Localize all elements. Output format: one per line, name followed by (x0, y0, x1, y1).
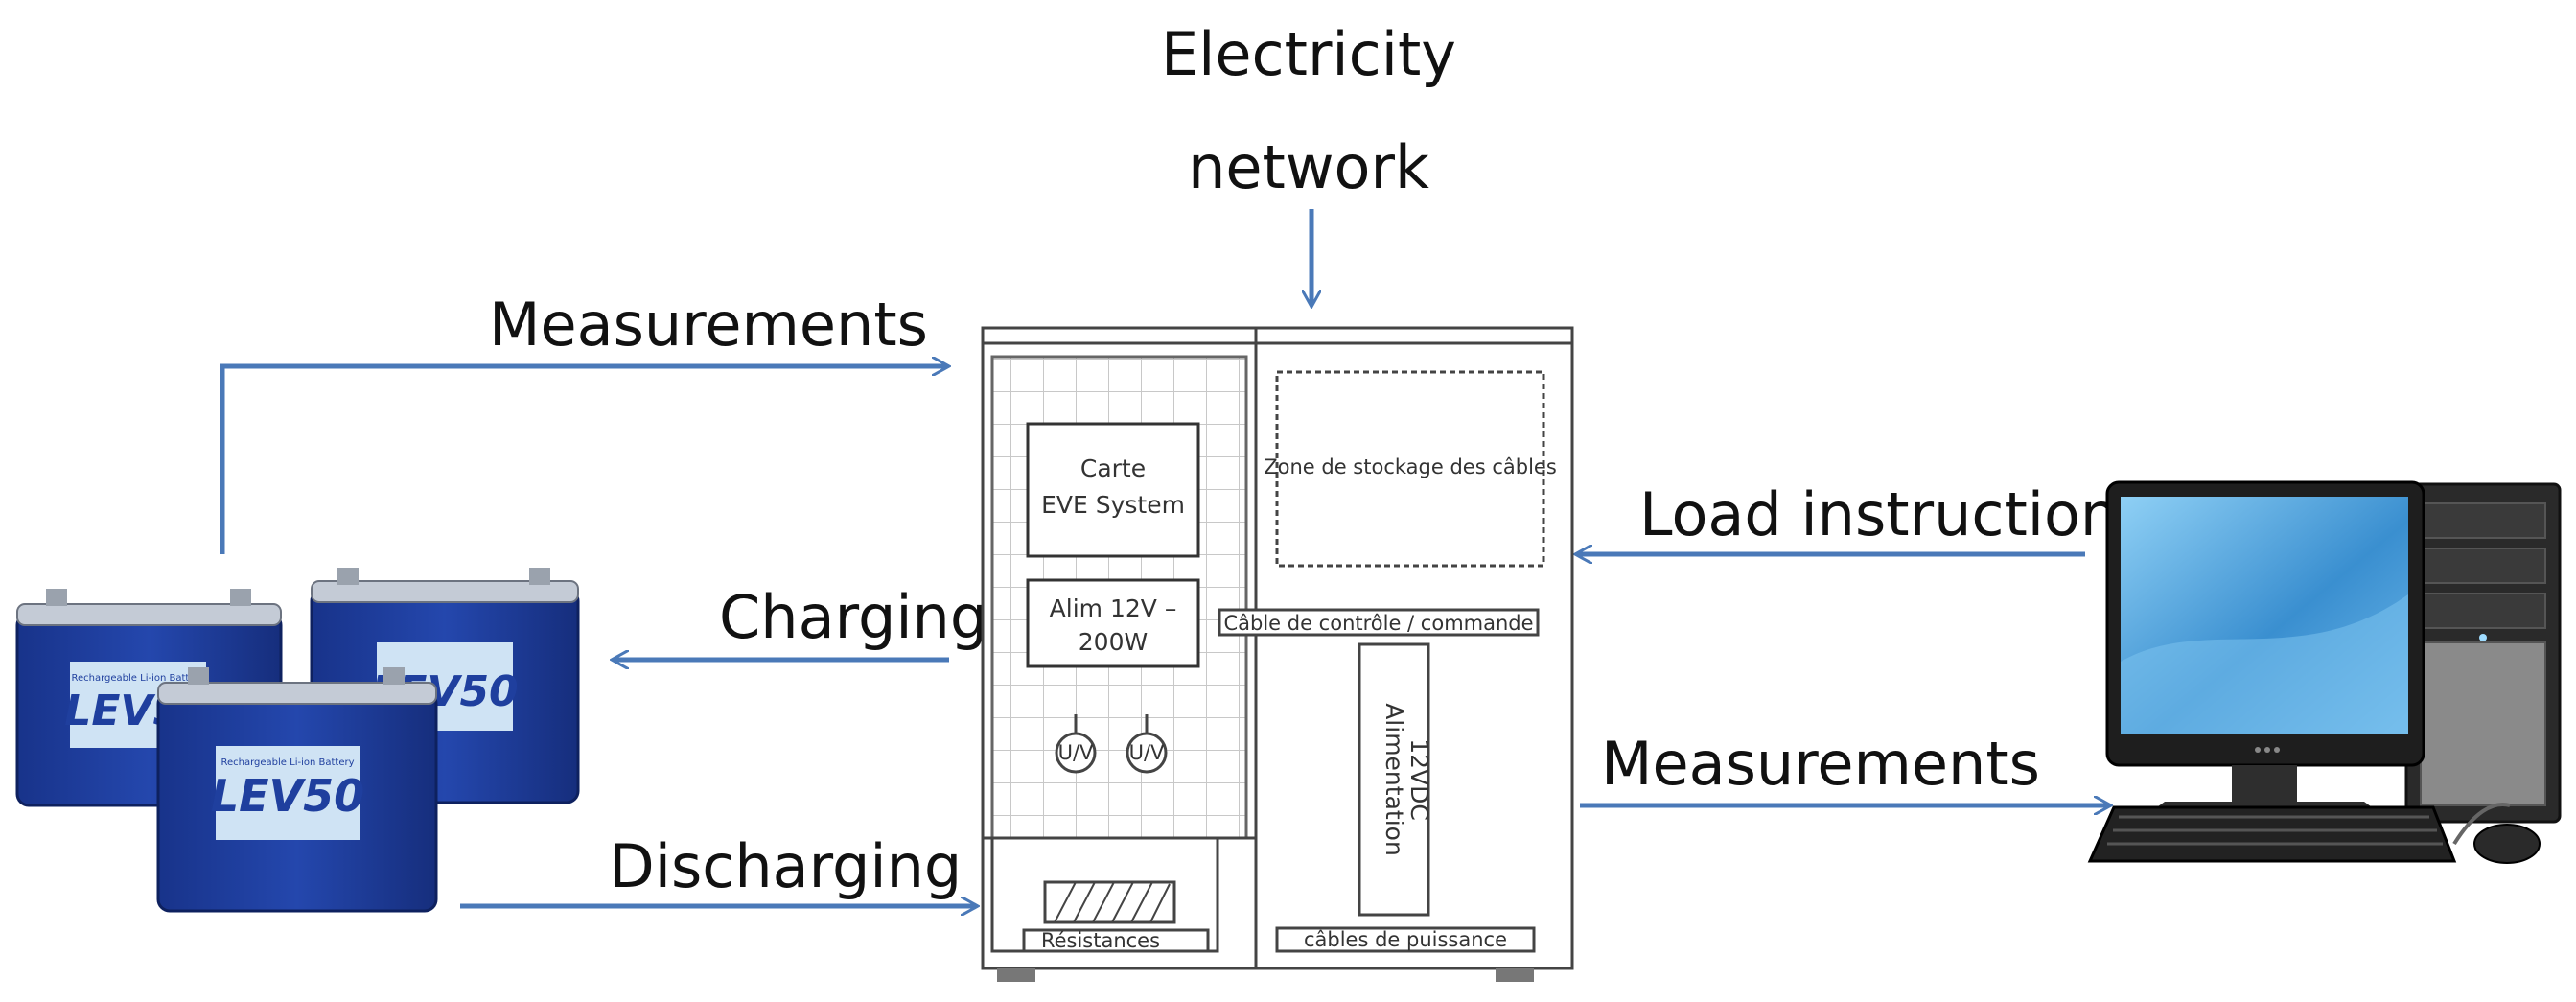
resistors-label: Résistances (1041, 929, 1160, 952)
voltmeter-1-label: U/V (1058, 741, 1094, 764)
battery-pack: LEV50 Rechargeable Li-ion Battery LEV50 … (15, 568, 580, 913)
arrow-measurements-batteries-to-cabinet (220, 366, 947, 554)
label-discharging: Discharging (609, 831, 962, 901)
desktop-computer (2087, 480, 2562, 864)
battery-front-brand: LEV50 (211, 770, 364, 822)
arrows (220, 209, 2109, 906)
storage-zone-label: Zone de stockage des câbles (1264, 455, 1557, 478)
label-electricity-network-line1: Electricity (1161, 19, 1456, 89)
label-load-instruction: Load instruction (1639, 479, 2118, 549)
control-cable-strip (1218, 608, 1540, 637)
cabinet-foot-right (1496, 968, 1534, 982)
battery-front-small-print: Rechargeable Li-ion Battery (220, 757, 354, 768)
board-label-line1: Carte (1080, 454, 1146, 482)
power-supply-12vdc (1358, 642, 1430, 917)
psu-label-line1: Alim 12V – (1050, 594, 1177, 622)
resistors-strip (1022, 928, 1210, 953)
keyboard (2087, 805, 2457, 863)
label-measurements-left: Measurements (489, 290, 928, 360)
control-cable-label: Câble de contrôle / commande (1223, 612, 1533, 635)
mouse-icon (2452, 803, 2541, 864)
test-cabinet: Carte EVE System Alim 12V – 200W U/V U/V… (981, 326, 1574, 982)
psu-12v-box (1026, 578, 1200, 668)
label-charging: Charging (719, 582, 987, 652)
psu-label-line2: 200W (1079, 628, 1148, 656)
power-supply-label-line2: 12VDC (1405, 738, 1433, 821)
power-cables-label: câbles de puissance (1304, 928, 1507, 951)
battery-left-small-print: Rechargeable Li-ion Battery (71, 673, 204, 684)
voltmeter-2-label: U/V (1129, 741, 1165, 764)
computer-tower (2404, 482, 2562, 824)
eve-system-board (1026, 422, 1200, 558)
power-cables-strip (1275, 926, 1536, 953)
battery-front: Rechargeable Li-ion Battery LEV50 (156, 667, 438, 913)
cabinet-foot-left (997, 968, 1035, 982)
label-measurements-right: Measurements (1601, 729, 2040, 799)
computer-monitor (2105, 480, 2425, 817)
power-supply-label-line1: Alimentation (1381, 703, 1408, 856)
resistor-hatching (1054, 881, 1171, 923)
label-electricity-network-line2: network (1188, 132, 1429, 202)
board-label-line2: EVE System (1041, 491, 1185, 519)
cable-storage-zone (1275, 370, 1545, 568)
